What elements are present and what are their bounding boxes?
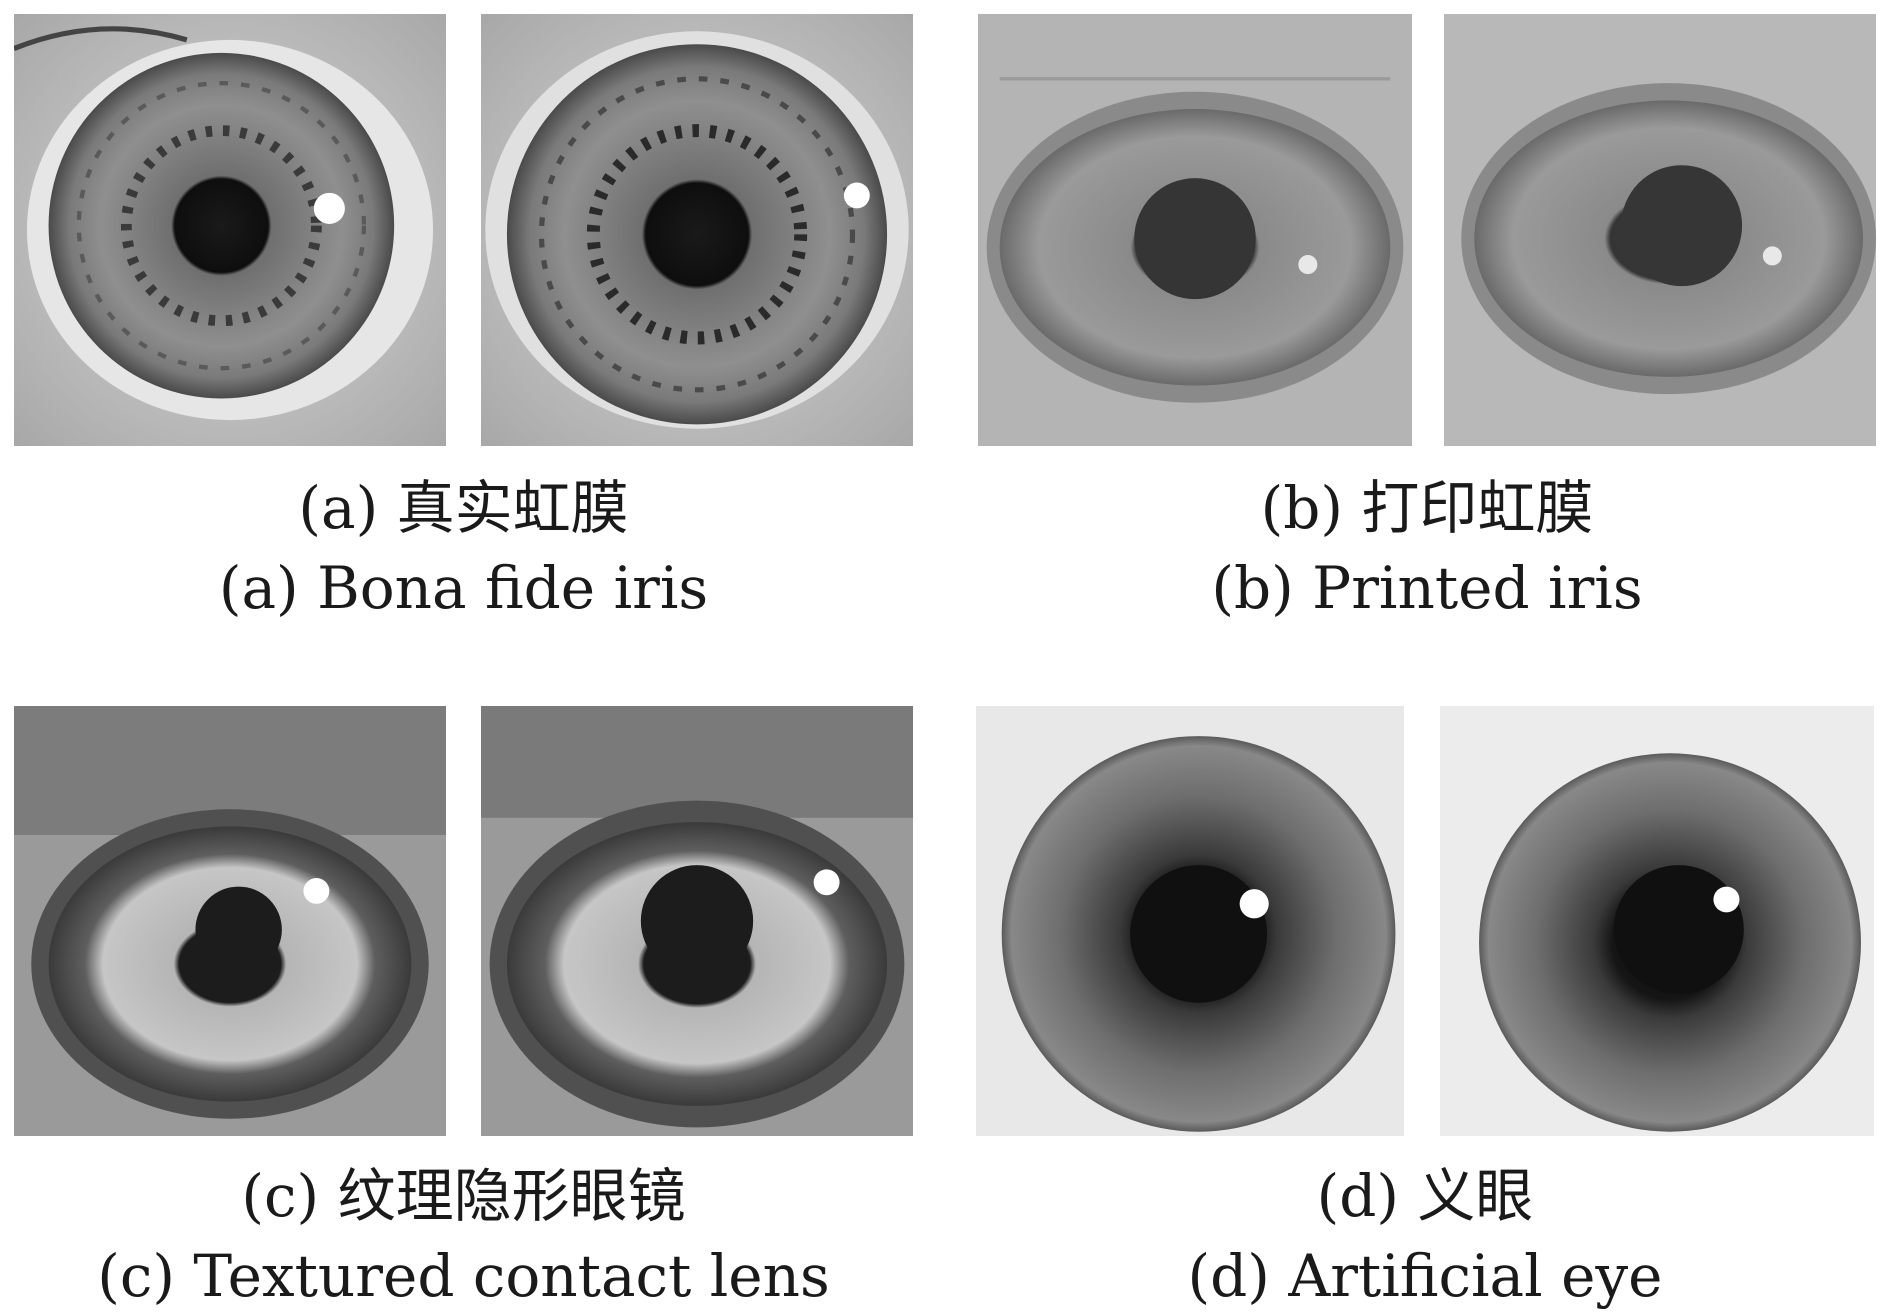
- caption-a-chinese: (a) 真实虹膜: [298, 474, 629, 542]
- caption-panel-a: (a) 真实虹膜 (a) Bona fide iris: [14, 468, 913, 628]
- textured-contact-lens-image-right: [481, 706, 913, 1136]
- artificial-eye-image-left: [976, 706, 1404, 1136]
- textured-contact-lens-image-left: [14, 706, 446, 1136]
- caption-d-chinese: (d) 义眼: [1316, 1162, 1534, 1230]
- bona-fide-iris-image-left: [14, 14, 446, 446]
- caption-d-english: (d) Artificial eye: [1187, 1242, 1663, 1310]
- printed-iris-image-right: [1444, 14, 1876, 446]
- caption-panel-d: (d) 义眼 (d) Artificial eye: [976, 1156, 1874, 1316]
- printed-iris-image-left: [978, 14, 1412, 446]
- caption-b-chinese: (b) 打印虹膜: [1260, 474, 1594, 542]
- caption-a-english: (a) Bona fide iris: [218, 554, 709, 622]
- bona-fide-iris-image-right: [481, 14, 913, 446]
- caption-panel-c: (c) 纹理隐形眼镜 (c) Textured contact lens: [14, 1156, 913, 1316]
- caption-c-chinese: (c) 纹理隐形眼镜: [241, 1162, 686, 1230]
- caption-panel-b: (b) 打印虹膜 (b) Printed iris: [978, 468, 1876, 628]
- caption-c-english: (c) Textured contact lens: [97, 1242, 830, 1310]
- artificial-eye-image-right: [1440, 706, 1874, 1136]
- caption-b-english: (b) Printed iris: [1211, 554, 1643, 622]
